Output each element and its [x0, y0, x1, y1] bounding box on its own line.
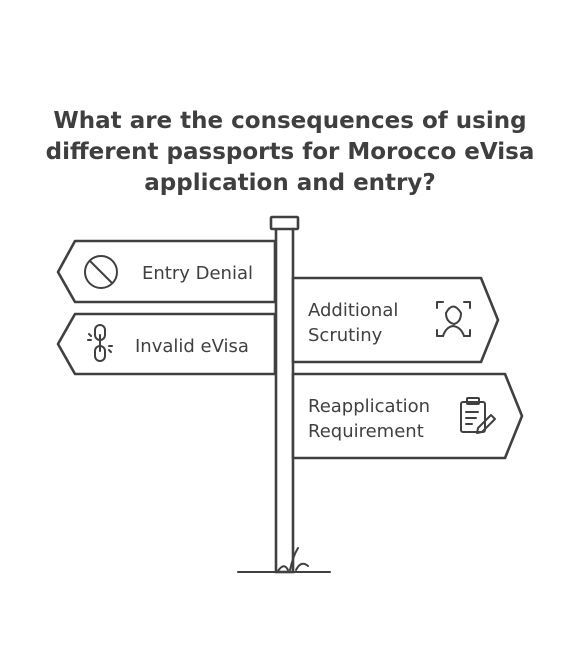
- sign-entry-denial: Entry Denial: [56, 239, 277, 304]
- sign-invalid-evisa: Invalid eVisa: [56, 312, 277, 376]
- diagram-title: What are the consequences of using diffe…: [46, 108, 535, 196]
- title-line-2: different passports for Morocco eVisa: [46, 139, 535, 165]
- face-scan-icon: [436, 301, 471, 337]
- sign-reapplication-requirement: Reapplication Requirement: [291, 372, 524, 460]
- sign-label-entry-denial: Entry Denial: [142, 263, 253, 284]
- sign-additional-scrutiny: Additional Scrutiny: [291, 276, 500, 364]
- sign-label-reapplication: Reapplication: [308, 396, 430, 417]
- title-line-1: What are the consequences of using: [53, 108, 526, 134]
- grass-tuft: [277, 547, 309, 572]
- sign-label-additional: Additional: [308, 300, 398, 321]
- sign-label-requirement: Requirement: [308, 421, 424, 442]
- sign-label-scrutiny: Scrutiny: [308, 325, 383, 346]
- sign-label-invalid-evisa: Invalid eVisa: [135, 336, 249, 357]
- clipboard-edit-icon: [460, 397, 496, 434]
- title-line-3: application and entry?: [144, 170, 435, 196]
- prohibited-icon: [84, 255, 118, 289]
- broken-link-icon: [87, 324, 113, 362]
